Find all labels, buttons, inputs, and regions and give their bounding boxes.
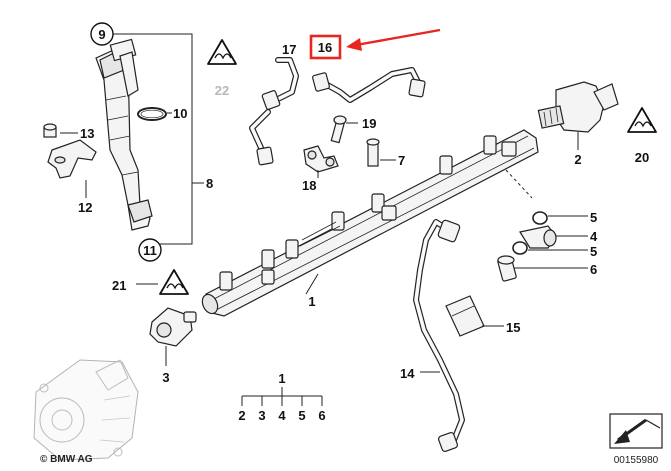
callout-22[interactable]: 22 — [215, 83, 229, 98]
seal-ring-part-5a[interactable] — [532, 211, 548, 225]
callout-11-circle[interactable] — [138, 238, 162, 262]
fuel-line-part-16[interactable] — [312, 67, 426, 103]
high-pressure-pump-ghost — [33, 359, 139, 461]
callout-5-top[interactable]: 5 — [590, 210, 597, 225]
bolt-part-19[interactable] — [330, 115, 347, 144]
bolt-part-7[interactable] — [366, 138, 380, 167]
o-ring-part-10[interactable] — [137, 107, 167, 121]
bolt-part-13[interactable] — [43, 123, 57, 138]
insulation-pad-part-15[interactable] — [445, 295, 485, 337]
callout-17[interactable]: 17 — [282, 42, 296, 57]
callout-9-circle[interactable] — [90, 22, 114, 46]
callout-18[interactable]: 18 — [302, 178, 316, 193]
callout-11: 11 — [143, 243, 157, 258]
callout-10[interactable]: 10 — [173, 106, 187, 121]
group-breakdown-1: 1 2 3 4 5 6 — [238, 371, 325, 423]
callout-9: 9 — [98, 27, 105, 42]
seal-ring-part-5b[interactable] — [512, 241, 528, 255]
group-parent-1[interactable]: 1 — [278, 371, 285, 386]
hollow-bolt-part-6[interactable] — [497, 255, 517, 282]
warning-triangle-icon — [627, 107, 657, 133]
callout-13[interactable]: 13 — [80, 126, 94, 141]
diagram-id: 00155980 — [614, 455, 659, 466]
group-child-4[interactable]: 4 — [278, 408, 286, 423]
callout-20[interactable]: 20 — [635, 150, 649, 165]
group-child-6[interactable]: 6 — [318, 408, 325, 423]
return-pipe-part-4[interactable] — [519, 225, 557, 249]
arrow-navigation-icon[interactable] — [609, 413, 663, 449]
pressure-sensor-part-2[interactable] — [537, 81, 619, 133]
callout-19[interactable]: 19 — [362, 116, 376, 131]
warning-triangle-icon — [159, 269, 189, 295]
group-child-2[interactable]: 2 — [238, 408, 245, 423]
callout-12[interactable]: 12 — [78, 200, 92, 215]
callout-15[interactable]: 15 — [506, 320, 520, 335]
fuel-rail-part-1[interactable] — [199, 129, 539, 317]
clip-part-18[interactable] — [303, 145, 339, 173]
injector-assembly[interactable] — [95, 38, 153, 231]
callout-5-bottom[interactable]: 5 — [590, 244, 597, 259]
callout-1[interactable]: 1 — [308, 294, 315, 309]
fuel-line-part-17[interactable] — [249, 57, 299, 166]
callout-16[interactable]: 16 — [318, 40, 332, 55]
group-child-5[interactable]: 5 — [298, 408, 305, 423]
callout-6[interactable]: 6 — [590, 262, 597, 277]
highlight-arrow — [346, 28, 441, 51]
copyright-text: © BMW AG — [40, 454, 93, 465]
clamp-part-12[interactable] — [47, 139, 97, 179]
group-child-3[interactable]: 3 — [258, 408, 265, 423]
callout-7[interactable]: 7 — [398, 153, 405, 168]
callout-8[interactable]: 8 — [206, 176, 213, 191]
callout-3[interactable]: 3 — [162, 370, 169, 385]
callout-14[interactable]: 14 — [400, 366, 415, 381]
callout-4[interactable]: 4 — [590, 229, 598, 244]
fuel-line-part-14[interactable] — [413, 219, 465, 453]
sensor-part-3[interactable] — [149, 307, 197, 347]
callout-2[interactable]: 2 — [574, 152, 581, 167]
warning-triangle-icon — [207, 39, 237, 65]
callout-21[interactable]: 21 — [112, 278, 126, 293]
highlight-box-16 — [309, 34, 342, 60]
